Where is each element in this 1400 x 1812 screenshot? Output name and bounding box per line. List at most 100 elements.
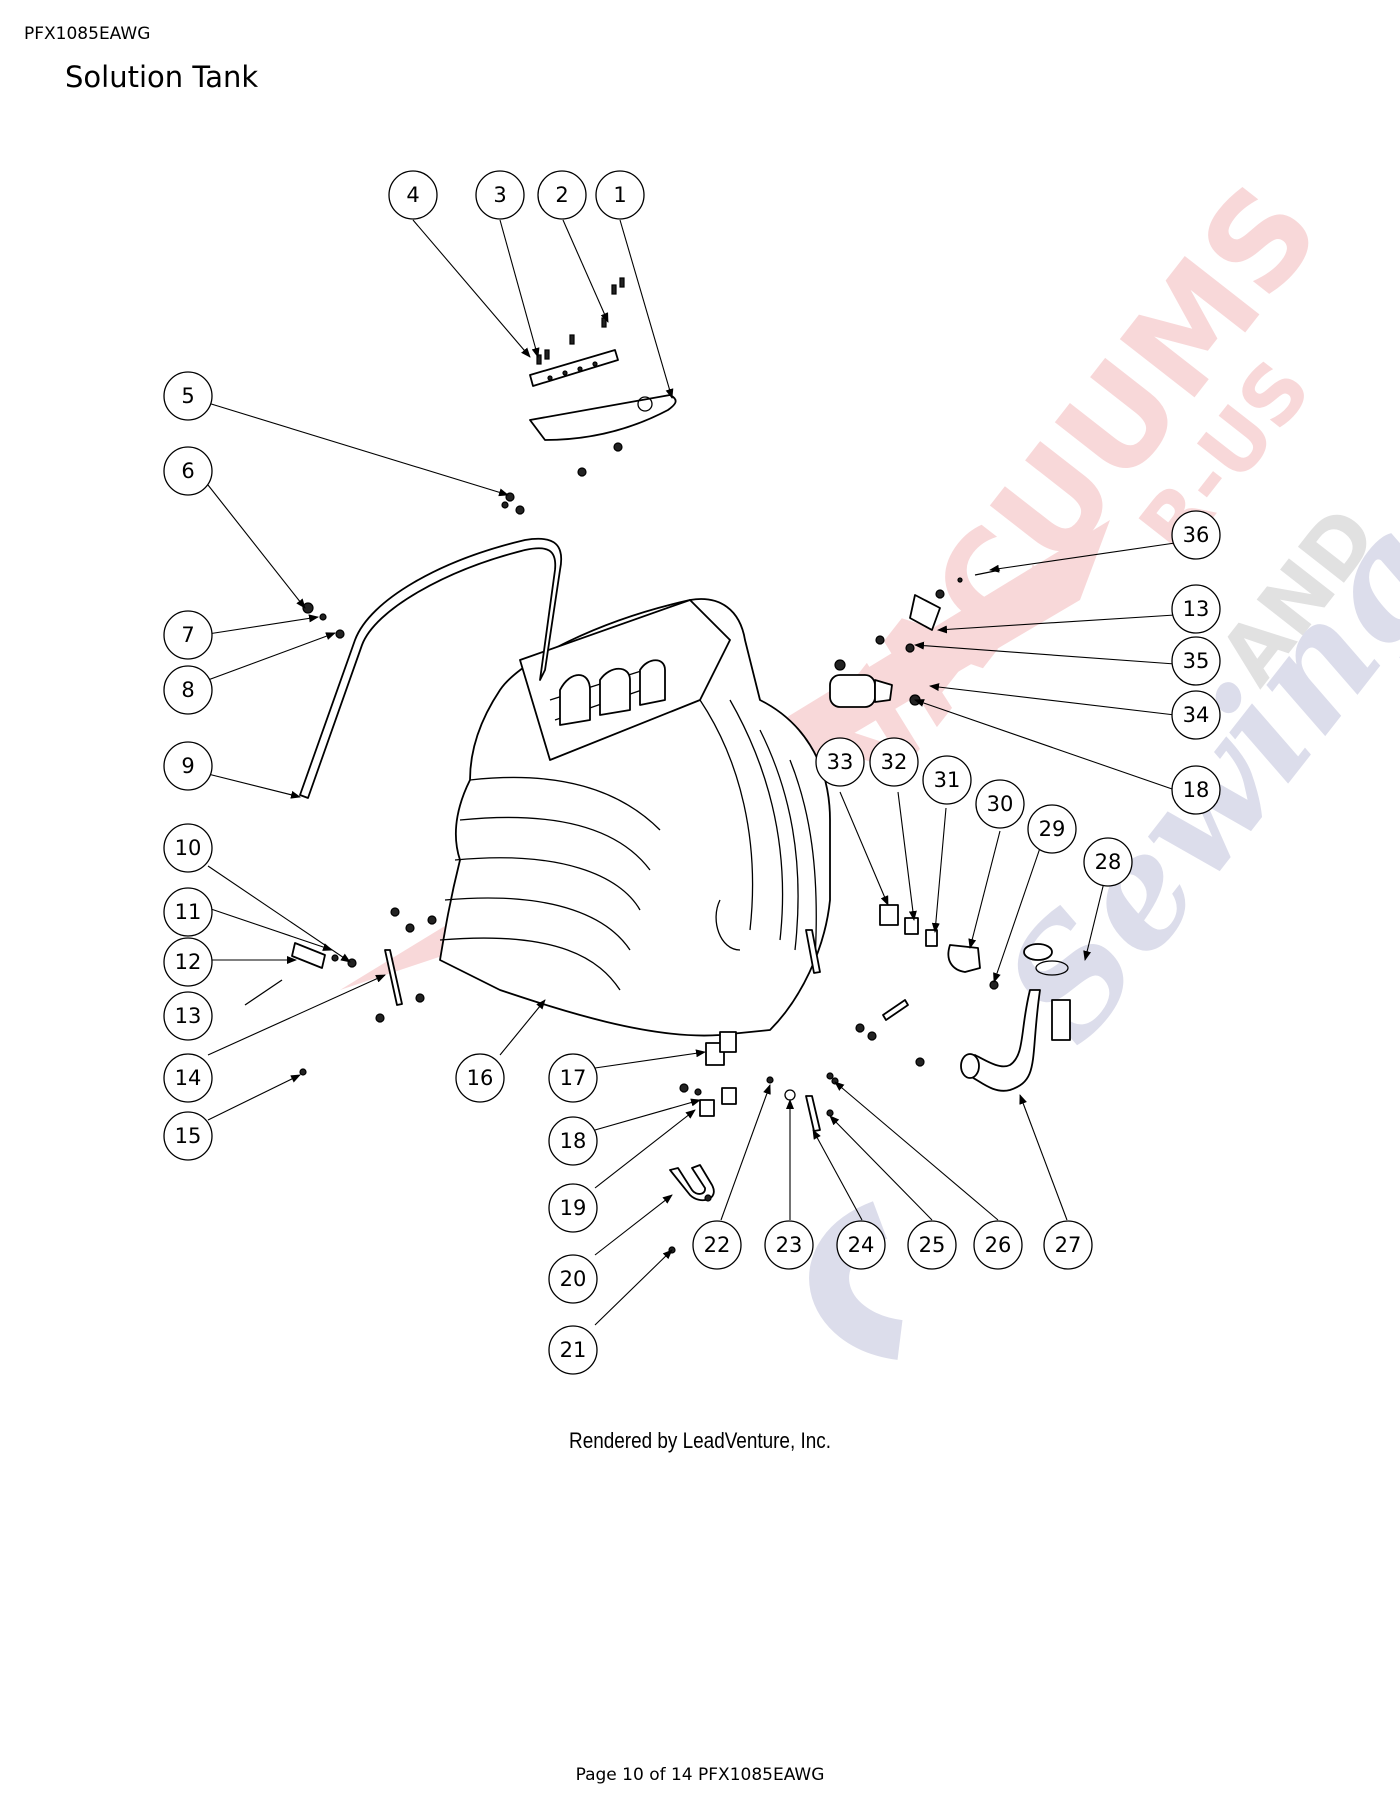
left-hardware [244,907,437,1076]
callout-c16: 16 [455,1053,505,1103]
callout-c28: 28 [1083,837,1133,887]
callout-c10: 10 [163,823,213,873]
callout-c5: 5 [163,371,213,421]
credit-line: Rendered by LeadVenture, Inc. [569,1428,831,1453]
callout-c4: 4 [388,170,438,220]
page-footer: Page 10 of 14 PFX1085EAWG [575,1765,825,1785]
drain-hose [960,943,1071,1092]
callout-number: 18 [560,1129,587,1153]
callout-circle [475,170,525,220]
callout-circle [1171,690,1221,740]
callout-circle [1043,1220,1093,1270]
callout-number: 32 [881,750,908,774]
callout-circle [595,170,645,220]
callout-circle [1171,636,1221,686]
callout-number: 13 [175,1004,202,1028]
callout-circle [869,737,919,787]
callout-number: 11 [175,900,202,924]
callout-circle [1083,837,1133,887]
callout-circle [163,1111,213,1161]
callout-c23: 23 [764,1220,814,1270]
callout-number: 18 [1183,778,1210,802]
callout-circle [163,741,213,791]
callout-circle [163,446,213,496]
callout-number: 15 [175,1124,202,1148]
callout-number: 27 [1055,1233,1082,1257]
tank-body [439,598,831,1037]
callout-c11: 11 [163,887,213,937]
callout-c26: 26 [973,1220,1023,1270]
callout-circle [163,887,213,937]
callout-c33: 33 [815,737,865,787]
callout-circle [1171,765,1221,815]
callout-c24: 24 [836,1220,886,1270]
callout-number: 36 [1183,523,1210,547]
callout-c3: 3 [475,170,525,220]
callout-number: 10 [175,836,202,860]
callout-number: 8 [181,678,194,702]
callout-c20: 20 [548,1254,598,1304]
callout-circle [815,737,865,787]
callout-c12: 12 [163,937,213,987]
callout-circle [692,1220,742,1270]
callout-number: 9 [181,754,194,778]
callout-c7: 7 [163,610,213,660]
callout-c13b: 13 [1171,584,1221,634]
callout-c22: 22 [692,1220,742,1270]
callout-c6: 6 [163,446,213,496]
callout-circle [548,1053,598,1103]
callout-c1: 1 [595,170,645,220]
callout-c13a: 13 [163,991,213,1041]
callout-c19: 19 [548,1183,598,1233]
callout-circle [388,170,438,220]
callout-circle [922,755,972,805]
callout-number: 30 [987,792,1014,816]
callout-circle [537,170,587,220]
callout-c36: 36 [1171,510,1221,560]
callout-circle [973,1220,1023,1270]
callout-circle [907,1220,957,1270]
callout-circle [1171,510,1221,560]
drain-fittings [668,1031,839,1254]
callout-c29: 29 [1027,804,1077,854]
callout-circle [764,1220,814,1270]
callout-number: 29 [1039,817,1066,841]
callout-number: 21 [560,1338,587,1362]
callout-circle [163,937,213,987]
callout-number: 25 [919,1233,946,1257]
callout-number: 17 [560,1066,587,1090]
callout-circle [548,1325,598,1375]
callout-number: 14 [175,1066,202,1090]
callout-c17: 17 [548,1053,598,1103]
callout-number: 7 [181,623,194,647]
document-code: PFX1085EAWG [24,24,151,44]
callout-number: 19 [560,1196,587,1220]
callout-circle [163,665,213,715]
callout-c27: 27 [1043,1220,1093,1270]
callout-c30: 30 [975,779,1025,829]
leader-lines [207,219,1176,1326]
hose-strap [299,492,563,799]
top-plate-assembly [529,277,677,477]
callout-number: 3 [493,183,506,207]
callout-circle [975,779,1025,829]
callout-c15: 15 [163,1111,213,1161]
callout-circle [163,371,213,421]
callout-number: 5 [181,384,194,408]
callout-circle [163,991,213,1041]
callout-number: 23 [776,1233,803,1257]
callout-number: 16 [467,1066,494,1090]
callout-number: 1 [613,183,626,207]
callout-circle [548,1254,598,1304]
callout-c18a: 18 [548,1116,598,1166]
callout-circle [163,823,213,873]
callout-number: 13 [1183,597,1210,621]
callout-number: 26 [985,1233,1012,1257]
callout-c34: 34 [1171,690,1221,740]
callout-circle [836,1220,886,1270]
callout-number: 12 [175,950,202,974]
callout-c14: 14 [163,1053,213,1103]
callout-c8: 8 [163,665,213,715]
